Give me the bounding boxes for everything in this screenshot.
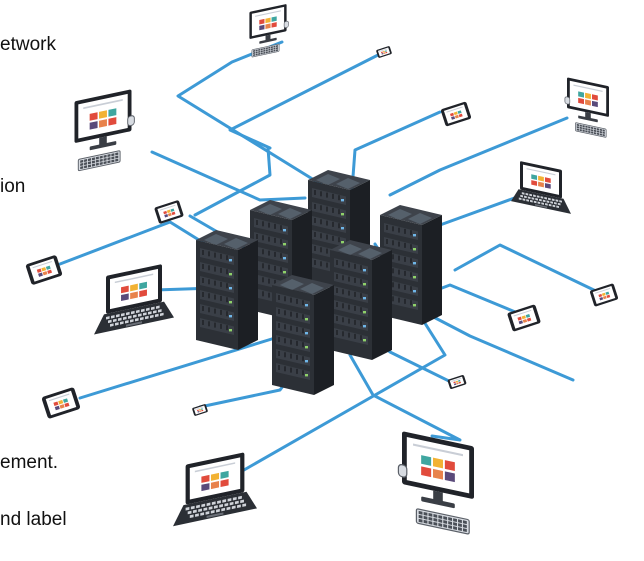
text-fragment-ement: ement.: [0, 452, 59, 473]
tablet-icon: [589, 283, 619, 307]
text-fragment-ion: ion: [0, 176, 26, 197]
laptop-icon: [173, 452, 257, 527]
keyboard-icon: [77, 150, 121, 172]
tablet-icon: [154, 200, 184, 224]
laptop-icon: [511, 161, 571, 214]
desktop-monitor-icon: [249, 4, 289, 58]
desktop-monitor-icon: [74, 89, 135, 172]
tablet-icon: [41, 387, 81, 419]
server-rack-icon: [330, 240, 392, 360]
smartphone-icon: [376, 46, 392, 58]
server-cluster: [196, 170, 442, 395]
tablet-icon: [25, 255, 63, 285]
network-link: [418, 308, 575, 382]
text-fragment-network: etwork: [0, 34, 56, 55]
desktop-monitor-icon: [397, 431, 475, 535]
network-link: [388, 116, 569, 197]
network-link: [228, 52, 382, 150]
desktop-monitor-icon: [564, 77, 609, 138]
server-rack-icon: [272, 275, 334, 395]
tablet-icon: [440, 101, 472, 127]
tablet-icon: [507, 304, 541, 332]
network-link: [150, 150, 307, 202]
devices: [25, 4, 619, 535]
keyboard-icon: [415, 508, 470, 535]
smartphone-icon: [447, 375, 467, 389]
network-link: [453, 243, 600, 294]
network-link: [193, 146, 272, 217]
server-rack-icon: [308, 170, 370, 290]
laptop-icon: [94, 264, 174, 335]
keyboard-icon: [575, 122, 607, 138]
server-rack-icon: [196, 230, 258, 350]
text-fragment-nd-label: nd label: [0, 509, 67, 530]
network-link: [348, 353, 462, 442]
keyboard-icon: [251, 43, 280, 58]
smartphone-icon: [192, 404, 208, 416]
network-link: [350, 110, 442, 192]
